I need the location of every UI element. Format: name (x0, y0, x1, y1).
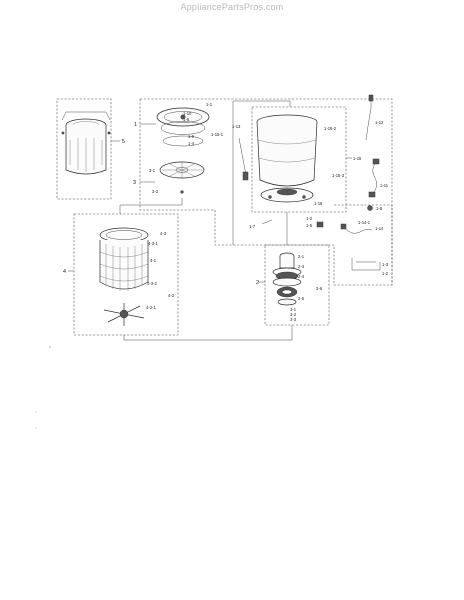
watermark-text: AppliancePartsPros.com (180, 2, 284, 12)
pulsator-part (159, 161, 205, 194)
label-2-6: 2-6 (316, 286, 323, 291)
label-4-2-1: 4-2-1 (146, 305, 156, 310)
label-1-2-b: 1-2 (382, 271, 389, 276)
label-1-6: 1-6 (376, 206, 383, 211)
wire-harness-part (368, 158, 380, 198)
label-1-10: 1-10 (183, 111, 192, 116)
label-1-14: 1-14 (375, 226, 384, 231)
label-3-1: 3-1 (149, 168, 156, 173)
label-1-15-1: 1-15-1 (211, 132, 224, 137)
label-4-1: 4-1 (150, 258, 157, 263)
leader-4-connector (123, 325, 293, 341)
drive-motor-part (272, 252, 302, 306)
label-3-1-drive: 3-1 (290, 307, 297, 312)
inset-box (56, 98, 112, 200)
label-1-4: 1-4 (188, 141, 195, 146)
label-4: 4 (63, 269, 66, 275)
label-5: 5 (122, 139, 125, 145)
leader-3-connector (119, 198, 183, 214)
drain-hose-part (340, 223, 373, 234)
label-1-7: 1-7 (249, 224, 256, 229)
label-1-16: 1-16 (314, 201, 323, 206)
group-boundary-basket (73, 213, 179, 336)
tub-bottom-part (260, 187, 314, 203)
label-1-13: 1-13 (232, 124, 241, 129)
label-1-9: 1-9 (188, 134, 195, 139)
label-1-15: 1-15 (353, 156, 362, 161)
clip-part (367, 205, 373, 211)
cabinet-inset-part (61, 111, 111, 175)
label-3-2-drive: 3-2 (290, 312, 297, 317)
small-block-part (316, 221, 324, 228)
label-2-3: 2-3 (298, 264, 305, 269)
outer-tub-part (256, 114, 318, 203)
label-4-3-1: 4-3-1 (148, 241, 158, 246)
label-1-14-1: 1-14-1 (358, 220, 371, 225)
group-boundary-tub (251, 106, 347, 213)
basket-hub-part (103, 303, 145, 326)
label-1-15-2: 1-15-2 (324, 126, 337, 131)
small-rod-part (261, 219, 273, 225)
label-1-3: 1-3 (382, 262, 389, 267)
label-2-5: 2-5 (298, 296, 305, 301)
label-1: 1 (134, 122, 137, 128)
label-1-8: 1-8 (183, 117, 190, 122)
label-3-2: 3-2 (152, 189, 159, 194)
label-1-11: 1-11 (380, 183, 389, 188)
group-boundary-right (334, 204, 393, 285)
label-2: 2 (256, 280, 259, 286)
label-1-12: 1-12 (375, 120, 384, 125)
label-3: 3 (133, 180, 136, 186)
scan-marks (35, 346, 51, 429)
label-4-2: 4-2 (168, 293, 175, 298)
group-boundary-drive (264, 244, 330, 326)
balance-ring-part (156, 107, 210, 147)
label-1-2: 1-2 (306, 216, 313, 221)
callout-labels: 5 1 1-1 1-10 1-8 1-9 1-4 1-15-1 1-13 3 3… (63, 102, 389, 322)
label-1-1: 1-1 (206, 102, 213, 107)
hose-part (365, 94, 374, 141)
label-1-15-3: 1-15-3 (332, 173, 345, 178)
bracket-part (351, 258, 381, 271)
label-2-1: 2-1 (298, 254, 305, 259)
label-4-3: 4-3 (160, 231, 167, 236)
label-4-3-2: 4-3-2 (147, 281, 157, 286)
label-1-5: 1-5 (306, 223, 313, 228)
label-3-3-drive: 3-3 (290, 317, 297, 322)
label-2-4: 2-4 (298, 274, 305, 279)
leader-top-connector (232, 100, 291, 245)
spin-basket-part (99, 227, 149, 291)
group-boundary-main (139, 98, 393, 286)
sensor-rod-part (238, 137, 249, 181)
